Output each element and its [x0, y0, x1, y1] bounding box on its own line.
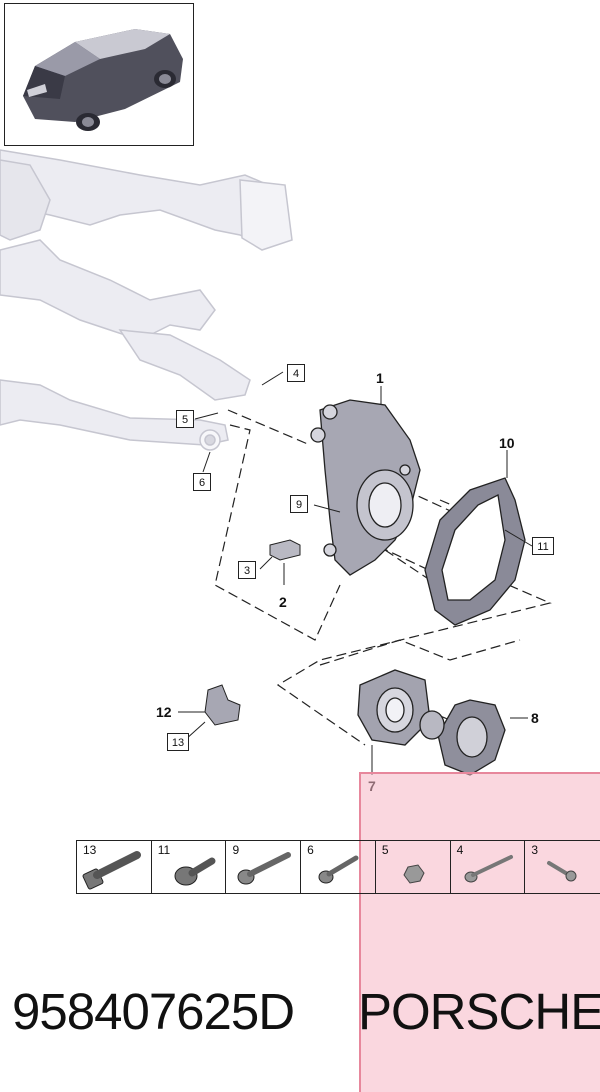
sensor [204, 684, 241, 726]
bracket [269, 539, 301, 585]
flange-bolt-icon [174, 857, 216, 886]
callout-10: 10 [499, 435, 515, 451]
vehicle-thumbnail [4, 3, 194, 146]
box-label-3: 3 [238, 561, 256, 579]
box-label-13: 13 [167, 733, 189, 751]
highlight-region [359, 772, 600, 1092]
hex-bolt-icon [82, 851, 141, 890]
fastener-cell: 3 [525, 841, 600, 893]
fastener-cell: 11 [152, 841, 227, 893]
callout-2: 2 [279, 594, 287, 610]
fastener-number: 3 [531, 843, 538, 857]
box-label-6: 6 [193, 473, 211, 491]
socket-bolt-icon [547, 861, 577, 882]
long-bolt-icon [464, 855, 513, 883]
part-number: 958407625D [12, 983, 295, 1040]
callout-8: 8 [531, 710, 539, 726]
fastener-number: 6 [307, 843, 314, 857]
fastener-number: 5 [381, 843, 389, 857]
subframe [0, 149, 293, 451]
fastener-number: 4 [456, 843, 464, 857]
fastener-table: 13 11 9 6 5 4 [76, 840, 600, 894]
backing-plate [424, 477, 526, 626]
box-label-11: 11 [532, 537, 554, 555]
box-label-4: 4 [287, 364, 305, 382]
box-label-5: 5 [176, 410, 194, 428]
fastener-number: 11 [157, 843, 171, 857]
fastener-cell: 6 [301, 841, 376, 893]
fastener-number: 9 [232, 843, 240, 857]
fastener-cell: 9 [226, 841, 302, 893]
box-label-9: 9 [290, 495, 308, 513]
wheel-carrier [310, 399, 421, 576]
callout-1: 1 [376, 370, 384, 386]
callout-12: 12 [156, 704, 172, 720]
hex-bolt-icon [237, 852, 292, 885]
brand-label: PORSCHE [358, 983, 600, 1040]
hex-bolt-icon [318, 855, 359, 884]
wheel-hub [419, 699, 506, 776]
fastener-cell: 5 [376, 841, 451, 893]
nut-icon [403, 864, 425, 884]
fastener-cell: 4 [451, 841, 526, 893]
fastener-number: 13 [83, 843, 97, 857]
car-suv-icon [23, 29, 183, 131]
wheel-bearing [357, 669, 431, 746]
fastener-cell: 13 [77, 841, 152, 893]
leader-lines [178, 371, 533, 775]
exploded-diagram [0, 149, 552, 776]
